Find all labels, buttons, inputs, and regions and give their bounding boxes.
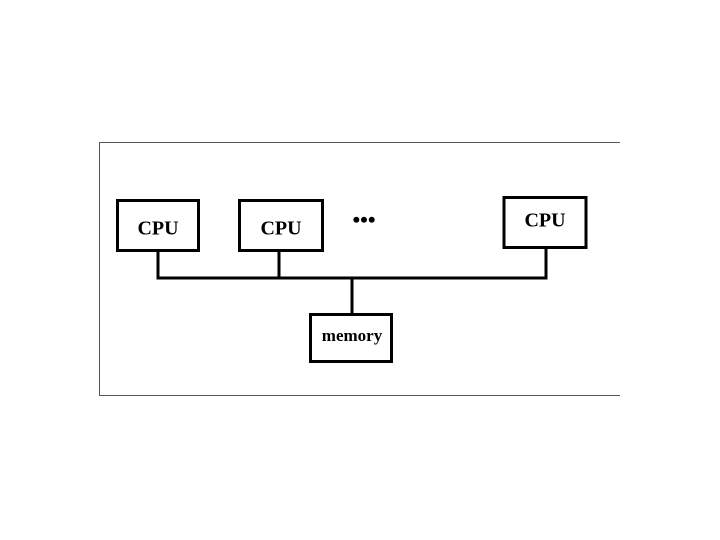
cpu-box-1: CPU <box>116 199 200 252</box>
memory-box-outline <box>309 313 393 363</box>
cpu-box-1-outline <box>116 199 200 252</box>
cpu-box-3-label: CPU <box>524 210 565 232</box>
memory-box-label: memory <box>322 326 383 345</box>
cpu-box-2-label: CPU <box>260 218 301 240</box>
cpu-box-3: CPU <box>502 196 588 249</box>
diagram-frame <box>99 142 620 396</box>
bus-lines <box>156 247 548 314</box>
cpu-box-2: CPU <box>238 199 324 252</box>
cpu-box-1-label: CPU <box>137 218 178 240</box>
cpu-box-2-outline <box>238 199 324 252</box>
memory-box: memory <box>309 313 393 363</box>
cpu-box-3-outline <box>502 196 588 249</box>
ellipsis-dots: ••• <box>352 207 375 232</box>
